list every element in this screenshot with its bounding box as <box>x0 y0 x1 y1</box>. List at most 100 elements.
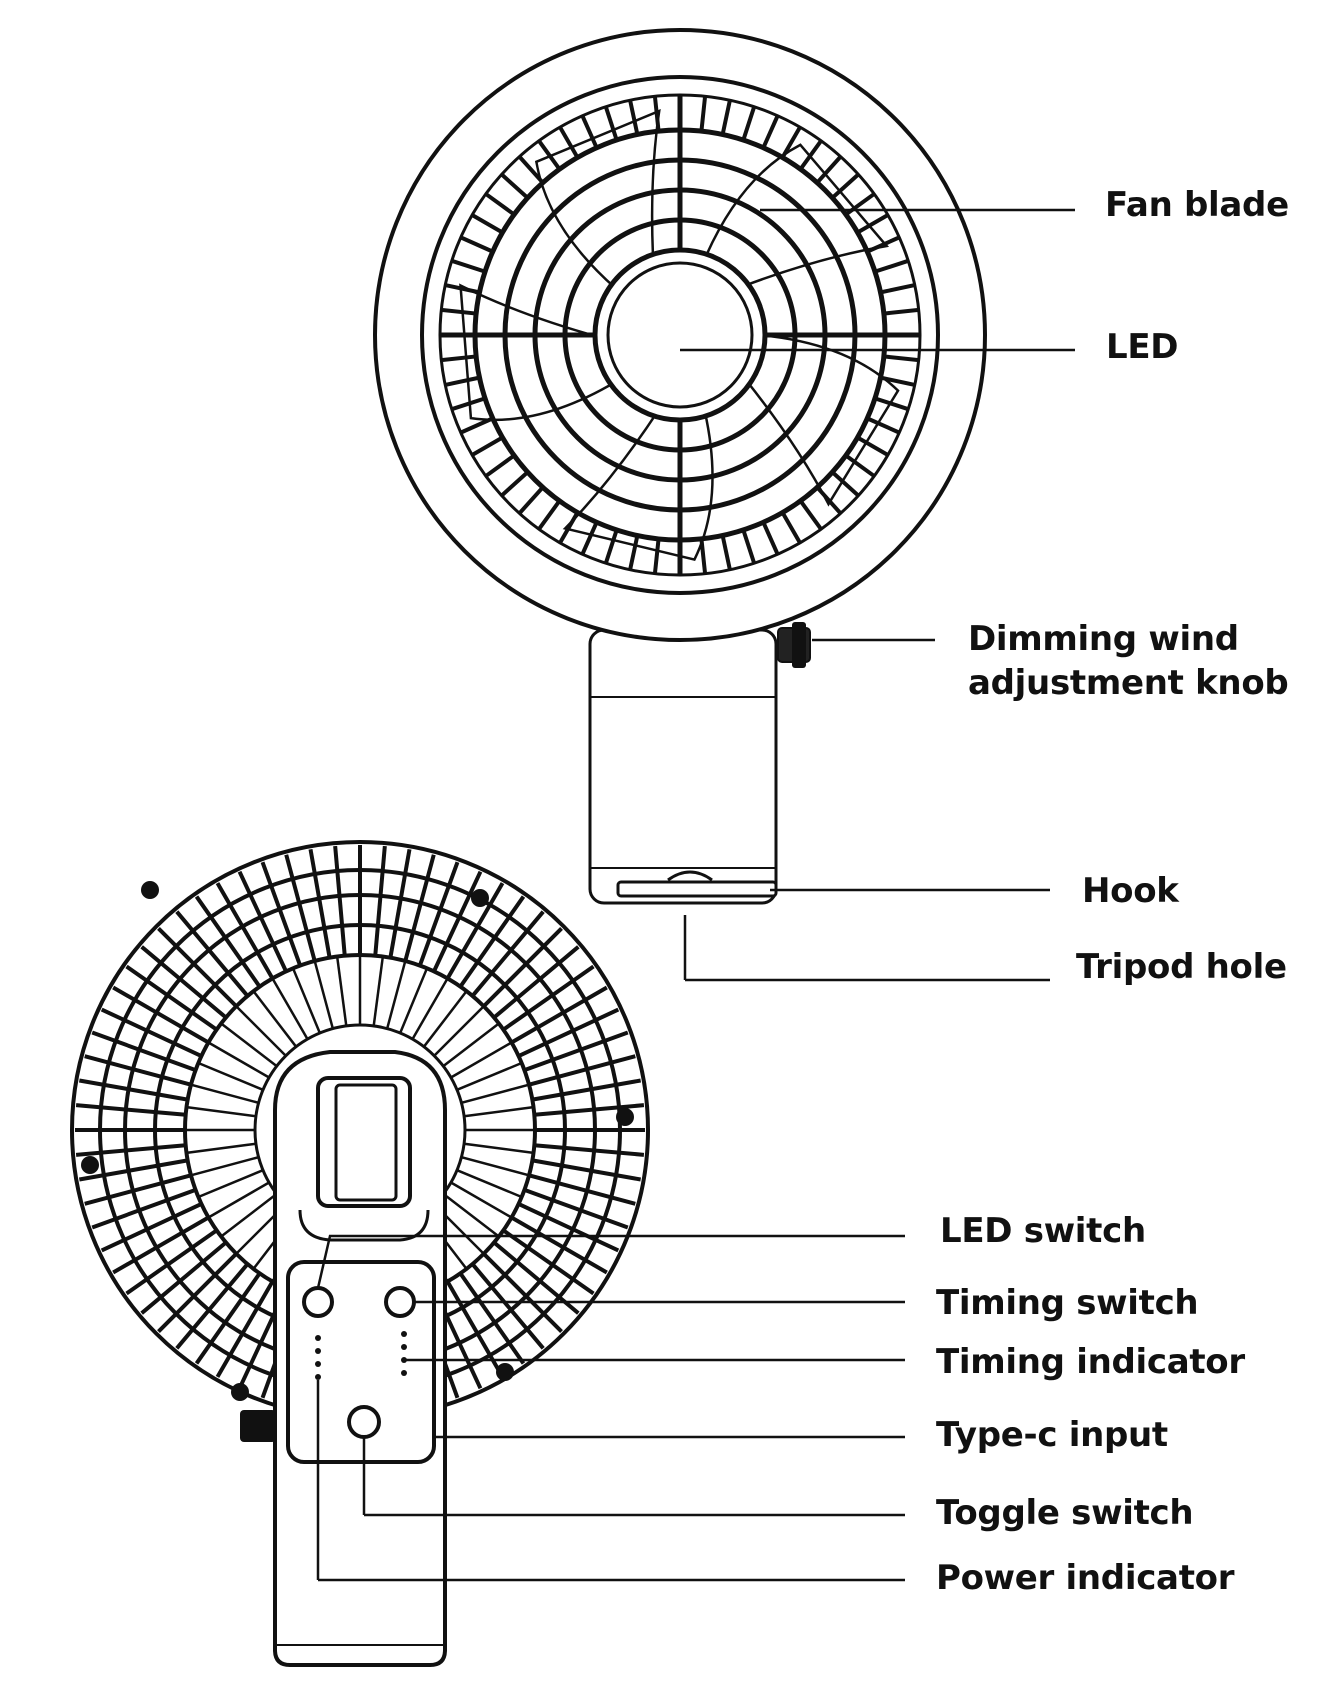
grille-tick <box>157 927 238 1008</box>
vent-line <box>463 1142 534 1155</box>
grille-tick <box>492 945 580 1020</box>
grille-tick <box>741 529 757 564</box>
grille-tick <box>844 453 876 478</box>
grille-tick <box>194 1272 262 1365</box>
grille-tick <box>874 258 909 274</box>
vent-line <box>372 956 385 1027</box>
vent-line <box>271 977 309 1040</box>
grille-tick <box>140 945 228 1020</box>
front-view-fan <box>373 28 987 905</box>
grille-tick <box>441 307 477 316</box>
vent-line <box>433 1005 485 1057</box>
vent-line <box>422 990 468 1048</box>
grille-tick <box>125 964 218 1032</box>
label-fan-blade: Fan blade <box>1105 185 1289 225</box>
grille-tick <box>603 529 619 564</box>
grille-tick <box>510 985 608 1045</box>
label-hook: Hook <box>1082 871 1179 911</box>
grille-tick <box>100 1202 203 1253</box>
grille-tick <box>815 486 843 515</box>
label-toggle-switch: Toggle switch <box>936 1493 1194 1533</box>
grille-tick <box>157 1252 238 1333</box>
screw <box>81 1156 99 1174</box>
grille-tick <box>388 848 412 959</box>
grille-tick <box>78 1078 189 1102</box>
grille-tick <box>652 96 661 132</box>
grille-tick <box>75 1103 186 1117</box>
hook-clip <box>667 870 713 882</box>
grille-tick <box>91 1030 197 1073</box>
grille-tick <box>741 106 757 141</box>
front-handle <box>588 628 778 905</box>
grille-tick <box>333 845 347 956</box>
vent-line <box>450 1041 513 1079</box>
vent-line <box>190 1083 259 1105</box>
grille-tick <box>866 235 901 254</box>
grille-tick <box>417 861 460 967</box>
grille-tick <box>451 396 486 412</box>
grille-tick <box>471 435 504 457</box>
grille-tick <box>699 96 708 132</box>
front-grille-spokes <box>440 95 920 575</box>
vent-line <box>463 1105 534 1118</box>
vent-line <box>450 1181 513 1219</box>
grille-tick <box>175 1262 250 1350</box>
grille-tick <box>720 535 732 571</box>
grille-tick <box>720 99 732 135</box>
grille-tick <box>458 1272 526 1365</box>
back-hook <box>334 1083 398 1202</box>
vent-line <box>399 967 429 1034</box>
vent-line <box>252 990 298 1048</box>
grille-tick <box>373 845 387 956</box>
grille-tick <box>628 99 640 135</box>
grille-tick <box>528 1173 636 1206</box>
grille-tick <box>502 1228 595 1296</box>
grille-tick <box>458 895 526 988</box>
grille-tick <box>883 307 919 316</box>
vent-line <box>411 977 449 1040</box>
leader-line <box>316 1380 905 1582</box>
label-power-indicator: Power indicator <box>936 1558 1235 1598</box>
timing-indicator-dot <box>401 1331 407 1337</box>
grille-tick <box>482 927 563 1008</box>
power-indicator-dot <box>315 1348 321 1354</box>
vent-line <box>313 960 335 1029</box>
grille-tick <box>558 126 580 159</box>
screw <box>231 1383 249 1401</box>
grille-tick <box>500 470 529 498</box>
grille-tick <box>815 155 843 184</box>
grille-tick <box>84 1054 192 1087</box>
grille-tick <box>510 1215 608 1275</box>
vent-line <box>291 967 321 1034</box>
grille-tick <box>580 521 599 556</box>
grille-tick <box>580 114 599 149</box>
grille-tick <box>237 870 288 973</box>
fan-blade <box>562 409 714 561</box>
grille-tick <box>628 535 640 571</box>
label-led: LED <box>1106 327 1179 367</box>
grille-tick <box>780 511 802 544</box>
hook <box>616 880 778 898</box>
grille-tick <box>537 139 562 171</box>
grille-tick <box>780 126 802 159</box>
label-timing-switch: Timing switch <box>936 1283 1199 1323</box>
vent-line <box>442 1022 500 1068</box>
fan-blade <box>534 108 661 290</box>
grille-tick <box>603 106 619 141</box>
timing-indicator-dot <box>401 1370 407 1376</box>
vent-line <box>197 1061 264 1091</box>
grille-tick <box>528 1054 636 1087</box>
grille-tick <box>175 910 250 998</box>
grille-tick <box>798 499 823 531</box>
grille-tick <box>874 396 909 412</box>
grille-tick <box>84 1173 192 1206</box>
screw <box>141 881 159 899</box>
grille-tick <box>444 283 480 295</box>
grille-tick <box>866 416 901 435</box>
grille-tick <box>260 861 303 967</box>
leader-line <box>683 915 1050 982</box>
power-indicator-dot <box>315 1374 321 1380</box>
grille-tick <box>761 521 780 556</box>
timing-switch-button <box>384 1286 416 1318</box>
